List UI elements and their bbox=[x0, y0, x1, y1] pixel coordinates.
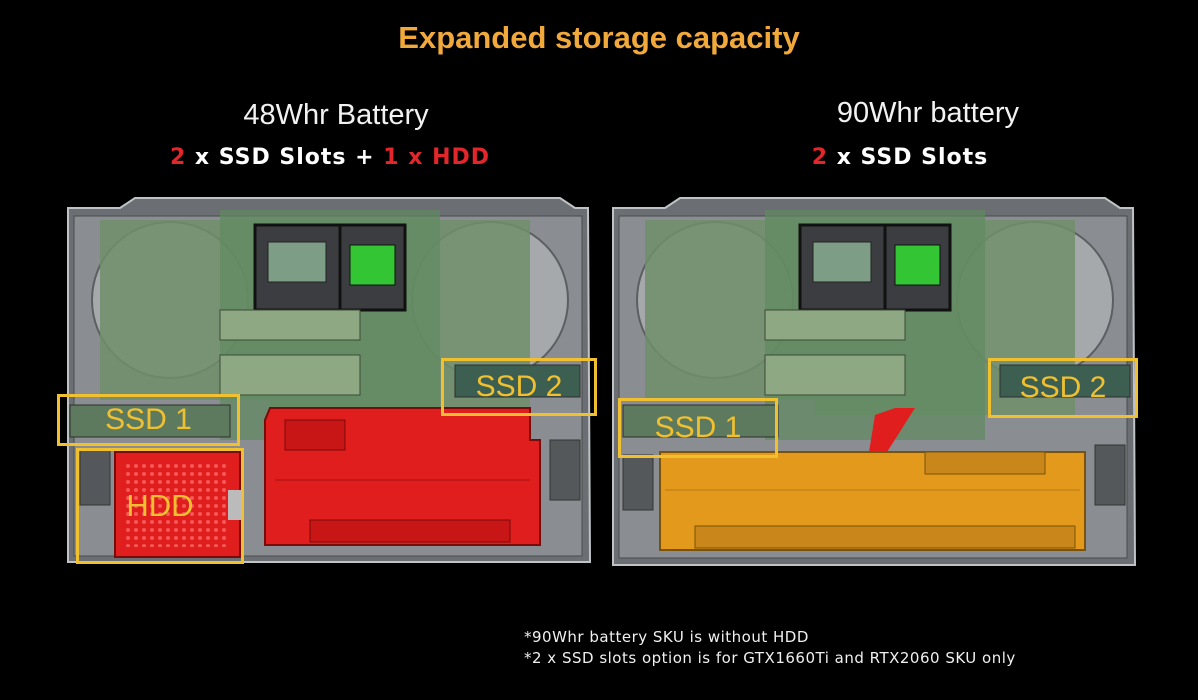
footnote-2: *2 x SSD slots option is for GTX1660Ti a… bbox=[524, 649, 1016, 667]
right-ssd1-label: SSD 1 bbox=[618, 398, 778, 458]
right-slots-line: 2 x SSD Slots bbox=[700, 145, 1100, 170]
page-title: Expanded storage capacity bbox=[398, 20, 800, 55]
left-hdd-count: 1 bbox=[383, 145, 400, 170]
right-ssd-text: x SSD Slots bbox=[828, 145, 989, 170]
left-hdd-text: x HDD bbox=[399, 145, 491, 170]
left-slots-line: 2 x SSD Slots + 1 x HDD bbox=[110, 145, 550, 170]
left-ssd2-label: SSD 2 bbox=[441, 358, 597, 416]
right-ssd-count: 2 bbox=[811, 145, 829, 170]
left-laptop-diagram: SSD 1 SSD 2 HDD bbox=[57, 190, 600, 570]
right-laptop-diagram: SSD 1 SSD 2 bbox=[605, 190, 1145, 575]
footnote-1: *90Whr battery SKU is without HDD bbox=[524, 628, 809, 646]
left-ssd-count: 2 bbox=[169, 145, 187, 170]
left-ssd1-label: SSD 1 bbox=[57, 394, 240, 446]
right-ssd2-label: SSD 2 bbox=[988, 358, 1138, 418]
left-hdd-label: HDD bbox=[76, 448, 244, 564]
right-heading: 90Whr battery bbox=[836, 97, 1020, 129]
left-ssd-text: x SSD Slots + bbox=[186, 145, 384, 170]
left-heading: 48Whr Battery bbox=[243, 99, 429, 131]
